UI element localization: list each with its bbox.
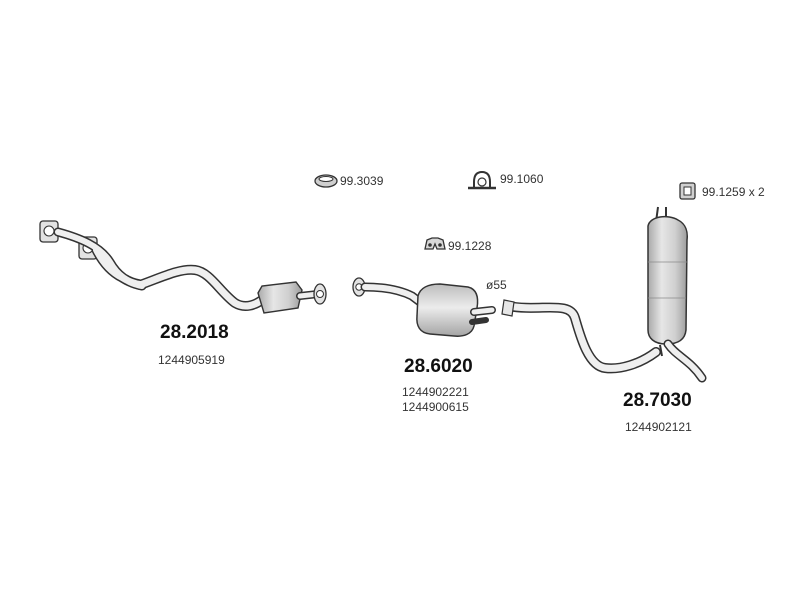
part-number-rear-silencer: 28.7030 (623, 390, 692, 411)
oem-number-middle-silencer-2: 1244900615 (402, 400, 469, 414)
exhaust-ring-icon (314, 174, 338, 188)
pipe-clamp-icon (468, 170, 496, 190)
pipe-diameter-label: ø55 (486, 278, 507, 292)
accessory-label-mount: 99.1259 x 2 (702, 185, 765, 199)
oem-number-front-pipe: 1244905919 (158, 353, 225, 367)
oem-number-rear-silencer: 1244902121 (625, 420, 692, 434)
part-number-middle-silencer: 28.6020 (404, 356, 473, 377)
middle-silencer-drawing (352, 277, 496, 337)
accessory-label-ring: 99.3039 (340, 174, 384, 188)
oem-number-middle-silencer-1: 1244902221 (402, 385, 469, 399)
accessory-label-clamp: 99.1060 (500, 172, 544, 186)
part-number-front-pipe: 28.2018 (160, 322, 229, 343)
accessory-label-hanger: 99.1228 (448, 239, 492, 253)
rubber-mount-icon (679, 182, 696, 200)
rubber-hanger-icon (424, 237, 446, 250)
front-pipe-drawing (39, 220, 327, 314)
rear-silencer-drawing (501, 206, 707, 383)
